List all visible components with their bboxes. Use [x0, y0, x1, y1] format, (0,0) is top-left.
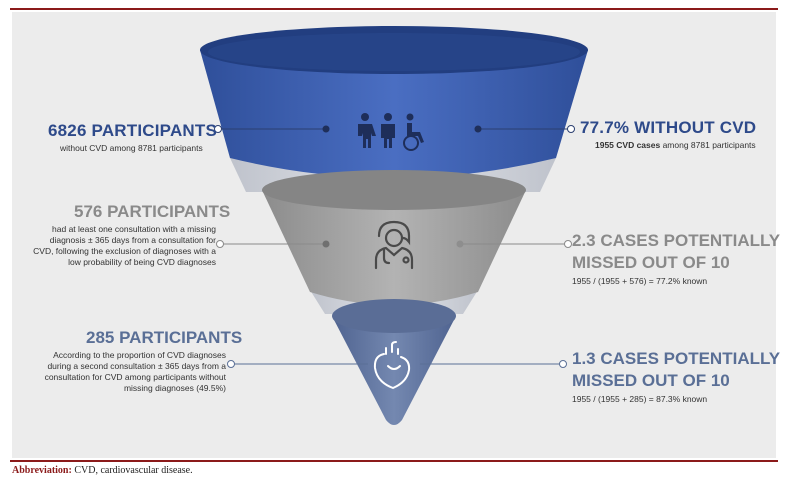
tier3-left-desc-line: consultation for CVD among participants …	[44, 372, 226, 382]
tier3-right-title: 1.3 CASES POTENTIALLY MISSED OUT OF 10	[572, 348, 780, 392]
tier2-right-title: 2.3 CASES POTENTIALLY MISSED OUT OF 10	[572, 230, 780, 274]
connector-end-left-2	[216, 240, 224, 248]
tier3-right-title-line: 1.3 CASES POTENTIALLY	[572, 349, 781, 368]
tier2-right-desc: 1955 / (1955 + 576) = 77.2% known	[572, 276, 708, 286]
doctor-icon	[374, 220, 414, 270]
tier3-left-desc: According to the proportion of CVD diagn…	[28, 350, 226, 394]
tier2-right-title-line: 2.3 CASES POTENTIALLY	[572, 231, 781, 250]
funnel-tier-3-rim	[332, 299, 456, 333]
tier1-right-desc: 1955 CVD cases among 8781 participants	[595, 140, 775, 151]
tier1-left-desc-line: without CVD among 8781 participants	[60, 143, 203, 153]
tier1-right-title: 77.7% WITHOUT CVD	[580, 118, 757, 137]
heart-icon	[373, 341, 411, 390]
tier3-left-desc-line: during a second consultation ± 365 days …	[47, 361, 226, 371]
tier1-right-desc-bold: 1955 CVD cases	[595, 140, 661, 150]
tier2-left-desc-line: diagnosis ± 365 days from a consultation…	[49, 235, 216, 245]
footnote-text: CVD, cardiovascular disease.	[71, 465, 193, 476]
connector-end-right-3	[559, 360, 567, 368]
connector-end-right-2	[564, 240, 572, 248]
funnel-tier-2-rim	[262, 170, 526, 210]
tier1-left-desc: without CVD among 8781 participants	[60, 143, 210, 154]
tier2-left-title: 576 PARTICIPANTS	[74, 202, 231, 221]
tier3-left-desc-line: According to the proportion of CVD diagn…	[53, 350, 226, 360]
tier1-left-title: 6826 PARTICIPANTS	[48, 121, 218, 140]
funnel-tier-2	[262, 190, 526, 305]
tier1-right-desc-rest: among 8781 participants	[660, 140, 756, 150]
footnote: Abbreviation: CVD, cardiovascular diseas…	[12, 465, 193, 476]
tier2-right-title-line: MISSED OUT OF 10	[572, 253, 730, 272]
connector-dot-right-1	[474, 125, 482, 133]
tier3-left-title: 285 PARTICIPANTS	[86, 328, 243, 347]
tier2-left-desc: had at least one consultation with a mis…	[14, 224, 216, 268]
connector-dot-right-2	[456, 240, 464, 248]
people-icon	[358, 113, 424, 151]
tier3-left-desc-line: missing diagnoses (49.5%)	[123, 383, 226, 393]
tier2-left-desc-line: low probability of being CVD diagnoses	[68, 257, 216, 267]
tier2-left-desc-line: had at least one consultation with a mis…	[52, 224, 216, 234]
connector-dot-left-2	[322, 240, 330, 248]
tier3-right-desc: 1955 / (1955 + 285) = 87.3% known	[572, 394, 708, 404]
connector-end-left-1	[214, 125, 222, 133]
connector-end-right-1	[567, 125, 575, 133]
funnel-tier-1	[200, 50, 588, 178]
funnel-tier-3	[332, 316, 456, 425]
connector-dot-left-1	[322, 125, 330, 133]
footnote-label: Abbreviation:	[12, 465, 72, 476]
connector-end-left-3	[227, 360, 235, 368]
tier2-left-desc-line: CVD, following the exclusion of diagnose…	[33, 246, 216, 256]
tier3-right-title-line: MISSED OUT OF 10	[572, 371, 730, 390]
bottom-rule	[10, 460, 778, 462]
top-rule	[10, 8, 778, 10]
